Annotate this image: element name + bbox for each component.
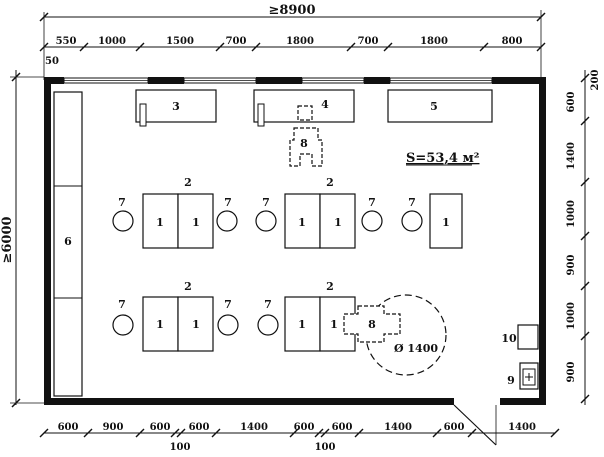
top-overall-dimension: ≥8900 [39,3,546,80]
desk-label: 1 [442,216,450,229]
wheelchair-8-top-label: 8 [300,137,308,150]
stool-label: 7 [408,196,416,209]
stool [112,210,134,232]
bottom-dim-1: 600 [58,422,79,433]
stool-label: 7 [264,298,272,311]
bottom-dim-4: 600 [189,422,210,433]
desk-group-3: 2 1 1 7 7 [112,280,239,352]
stool-label: 7 [262,196,270,209]
right-dim-3: 1400 [566,142,577,170]
bottom-dim-6: 600 [294,422,315,433]
cabinet-6: 6 [53,91,83,397]
wheelchair-8-top: 8 [289,105,323,167]
room-walls [44,77,546,446]
table-group-label: 2 [326,280,334,293]
desk-label: 1 [192,318,200,331]
stool [112,314,134,336]
wheelchair-turning-circle: 8 Ø 1400 [343,294,447,376]
right-dim-6: 1000 [566,302,577,330]
bottom-dim-9: 600 [444,422,465,433]
cabinet-3: 3 [135,89,217,127]
top-dim-3: 1500 [166,36,194,47]
item-10: 10 [501,324,539,350]
top-dim-5: 1800 [286,36,314,47]
table-group-label: 2 [326,176,334,189]
cabinet-4-label: 4 [321,98,329,111]
table-group-label: 2 [184,280,192,293]
top-dim-small: 50 [45,56,59,67]
desk-group-4: 2 1 1 7 [257,280,356,352]
cabinet-5-label: 5 [430,100,438,113]
right-dim-2: 200 [590,70,601,91]
bottom-small-1: 100 [170,442,191,453]
desk-label: 1 [334,216,342,229]
wheelchair-8-label: 8 [368,318,376,331]
item-9-label: 9 [507,374,515,387]
desk-label: 1 [156,318,164,331]
bottom-segment-dimensions: 600 900 600 600 1400 600 600 1400 600 14… [39,422,560,453]
stool [217,314,239,336]
desk-group-1: 2 1 1 7 7 [112,176,238,249]
stool-label: 7 [118,298,126,311]
stool [255,210,277,232]
table-group-label: 2 [184,176,192,189]
desk-label: 1 [298,318,306,331]
desk-label: 1 [192,216,200,229]
bottom-dim-5: 1400 [240,422,268,433]
stool-label: 7 [118,196,126,209]
top-dim-4: 700 [226,36,247,47]
cabinet-6-label: 6 [64,235,72,248]
stool [216,210,238,232]
bottom-dim-8: 1400 [384,422,412,433]
bottom-small-2: 100 [315,442,336,453]
right-dim-1: 600 [566,92,577,113]
desk-label: 1 [330,318,338,331]
top-dim-7: 1800 [420,36,448,47]
desk-group-2: 2 1 1 7 7 [255,176,383,249]
top-dim-2: 1000 [98,36,126,47]
item-10-label: 10 [501,332,517,345]
bottom-dim-10: 1400 [508,422,536,433]
right-segment-dimensions: 600 200 1400 1000 900 1000 900 [566,70,601,405]
top-dim-6: 700 [358,36,379,47]
item-9: 9 [507,362,539,390]
cabinet-3-label: 3 [172,100,180,113]
stool-label: 7 [224,298,232,311]
stool [401,210,423,232]
top-segment-dimensions: 550 1000 1500 700 1800 700 1800 800 50 [39,36,546,67]
right-dim-4: 1000 [566,200,577,228]
right-dim-5: 900 [566,255,577,276]
stool-label: 7 [368,196,376,209]
overall-width-label: ≥8900 [268,3,315,18]
bottom-dim-2: 900 [103,422,124,433]
cabinet-5: 5 [387,89,493,123]
stool-label: 7 [224,196,232,209]
top-dim-8: 800 [502,36,523,47]
desk-single-right: 1 7 [401,193,463,249]
bottom-dim-3: 600 [150,422,171,433]
circle-diameter-label: Ø 1400 [394,342,438,355]
top-dim-1: 550 [56,36,77,47]
stool [257,314,279,336]
left-overall-dimension: ≥6000 [0,70,44,408]
bottom-dim-7: 600 [332,422,353,433]
desk-label: 1 [156,216,164,229]
area-label: S=53,4 м² [406,151,479,166]
desk-label: 1 [298,216,306,229]
overall-height-label: ≥6000 [0,216,15,263]
right-dim-7: 900 [566,362,577,383]
stool [361,210,383,232]
